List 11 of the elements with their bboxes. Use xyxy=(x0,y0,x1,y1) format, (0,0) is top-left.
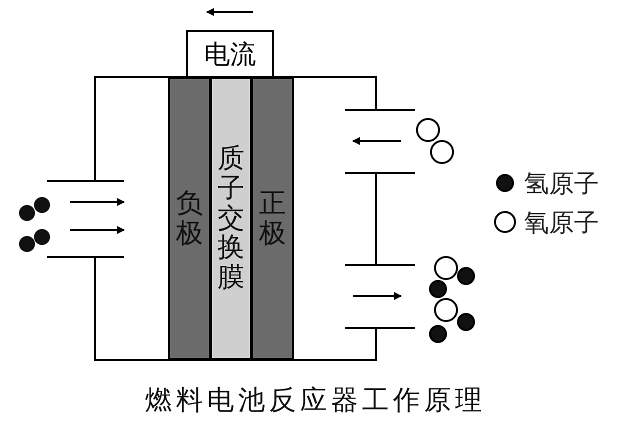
legend-label: 氧原子 xyxy=(524,207,599,239)
vertical-label: 正极 xyxy=(258,188,286,248)
vertical-label: 负极 xyxy=(176,188,204,248)
electrode-band xyxy=(168,77,211,360)
vertical-label: 质子交换膜 xyxy=(217,144,245,293)
electrode-band xyxy=(251,77,294,360)
box-label: 电流 xyxy=(204,38,256,72)
caption: 燃料电池反应器工作原理 xyxy=(144,384,487,418)
membrane-band xyxy=(210,77,252,360)
legend-label: 氢原子 xyxy=(524,168,599,200)
label-box xyxy=(186,30,274,78)
